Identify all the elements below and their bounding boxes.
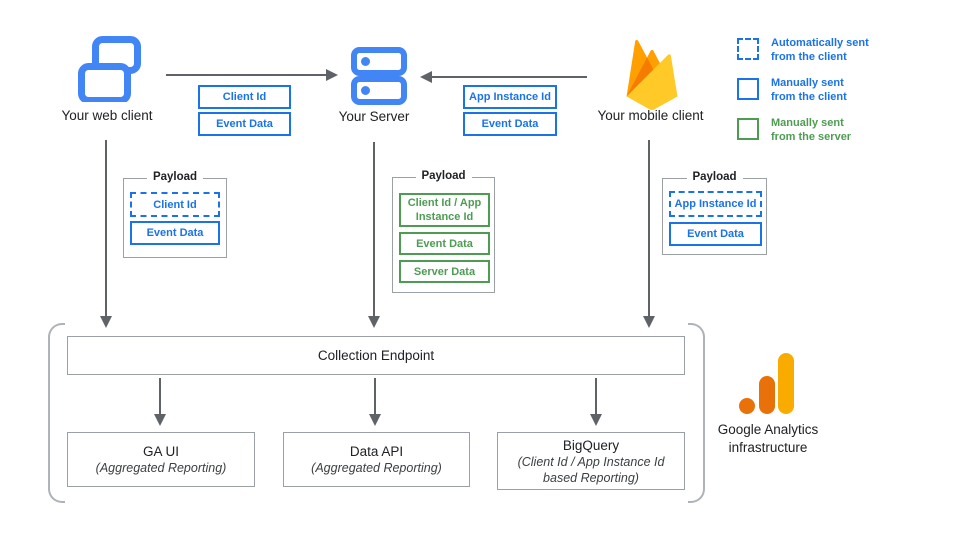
payload-title: Payload <box>415 170 472 182</box>
legend-line: from the server <box>771 131 852 143</box>
legend-label-manual-server: Manually sent from the server <box>771 116 921 144</box>
firebase-icon <box>626 40 678 111</box>
caption-line: Google Analytics <box>717 422 819 437</box>
payload-title: Payload <box>146 171 204 183</box>
caption-line: infrastructure <box>728 440 808 455</box>
payload-box-server: Payload Client Id / App Instance Id Even… <box>392 170 495 293</box>
legend-label-manual-client: Manually sent from the client <box>771 76 921 104</box>
legend-swatch-auto-client <box>737 38 759 60</box>
payload-title: Payload <box>686 171 743 183</box>
ga-ui-box: GA UI (Aggregated Reporting) <box>67 432 255 487</box>
payload-item-event-data: Event Data <box>669 222 762 246</box>
bigquery-subtitle: (Client Id / App Instance Id based Repor… <box>517 454 665 485</box>
tag-client-id: Client Id <box>198 85 291 109</box>
data-api-subtitle: (Aggregated Reporting) <box>311 461 442 475</box>
server-icon <box>351 47 407 105</box>
payload-item-event-data: Event Data <box>399 232 490 255</box>
payload-item-event-data: Event Data <box>130 221 220 245</box>
infrastructure-caption: Google Analytics infrastructure <box>700 421 836 457</box>
payload-item-server-data: Server Data <box>399 260 490 283</box>
mobile-client-label: Your mobile client <box>597 108 704 123</box>
payload-item-client-id: Client Id <box>130 192 220 217</box>
legend-line: Automatically sent <box>771 37 869 49</box>
infrastructure-bracket-left <box>48 323 65 503</box>
bigquery-title: BigQuery <box>562 437 620 453</box>
legend-swatch-manual-server <box>737 118 759 140</box>
infrastructure-bracket-right <box>688 323 705 503</box>
web-client-icon <box>78 36 141 102</box>
payload-box-mobile: Payload App Instance Id Event Data <box>662 171 767 255</box>
payload-item-app-instance-id: App Instance Id <box>669 191 762 217</box>
data-api-title: Data API <box>349 444 404 459</box>
payload-item-client-or-app-instance-id: Client Id / App Instance Id <box>399 193 490 227</box>
collection-endpoint-label: Collection Endpoint <box>317 348 435 363</box>
ga-ui-subtitle: (Aggregated Reporting) <box>95 461 227 475</box>
google-analytics-icon <box>739 353 794 414</box>
bigquery-box: BigQuery (Client Id / App Instance Id ba… <box>497 432 685 490</box>
collection-endpoint-box: Collection Endpoint <box>67 336 685 375</box>
ga-ui-title: GA UI <box>142 444 179 459</box>
data-api-box: Data API (Aggregated Reporting) <box>283 432 470 487</box>
legend-line: from the client <box>771 91 847 103</box>
server-label: Your Server <box>338 109 410 124</box>
tag-app-instance-id: App Instance Id <box>463 85 557 109</box>
legend-swatch-manual-client <box>737 78 759 100</box>
legend-line: Manually sent <box>771 117 844 129</box>
tag-event-data: Event Data <box>463 112 557 136</box>
legend-line: from the client <box>771 51 847 63</box>
legend-line: Manually sent <box>771 77 844 89</box>
tag-event-data: Event Data <box>198 112 291 136</box>
legend-label-auto-client: Automatically sent from the client <box>771 36 921 64</box>
web-client-label: Your web client <box>61 108 153 123</box>
payload-box-web: Payload Client Id Event Data <box>123 171 227 258</box>
